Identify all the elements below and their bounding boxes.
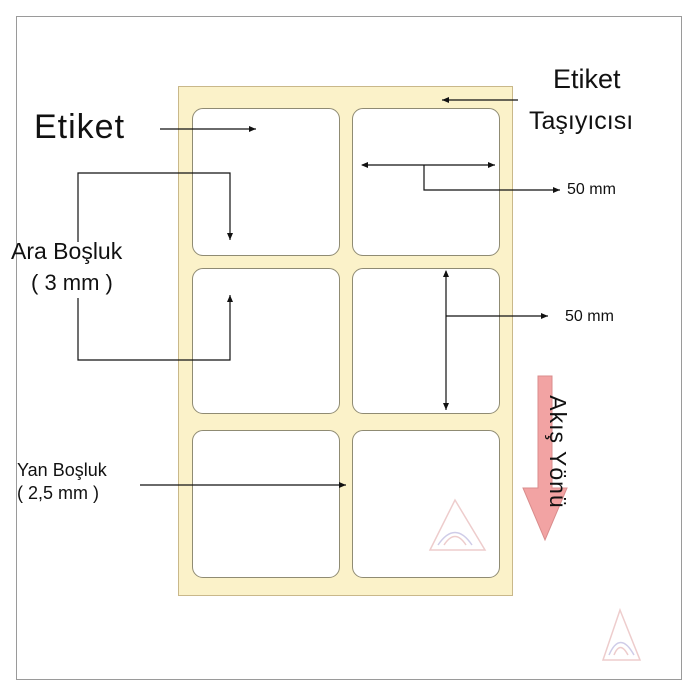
watermark-logo-icon bbox=[428, 498, 487, 551]
width-value: 50 mm bbox=[567, 181, 616, 198]
side-gap-annotation-line1: Yan Boşluk bbox=[17, 460, 107, 480]
label-r1-c2 bbox=[352, 108, 500, 256]
label-annotation: Etiket bbox=[34, 108, 126, 146]
label-r2-c2 bbox=[352, 268, 500, 414]
gap-annotation-line1: Ara Boşluk bbox=[11, 238, 123, 264]
flow-direction-arrow bbox=[522, 375, 568, 542]
flow-direction-label: Akış Yönü bbox=[545, 395, 571, 509]
label-r3-c1 bbox=[192, 430, 340, 578]
width-leader bbox=[423, 165, 560, 193]
label-r1-c1 bbox=[192, 108, 340, 256]
gap-bracket-top bbox=[77, 172, 233, 242]
height-value: 50 mm bbox=[565, 308, 614, 325]
side-gap-annotation-line2: ( 2,5 mm ) bbox=[17, 483, 100, 503]
carrier-annotation-line1: Etiket bbox=[553, 64, 621, 94]
label-r3-c2 bbox=[352, 430, 500, 578]
label-r2-c1 bbox=[192, 268, 340, 414]
gap-annotation-line2: ( 3 mm ) bbox=[31, 270, 113, 295]
carrier-annotation-line2: Taşıyıcısı bbox=[529, 107, 634, 135]
gap-bracket-bottom bbox=[77, 295, 233, 361]
watermark-logo-icon-small bbox=[601, 607, 642, 661]
